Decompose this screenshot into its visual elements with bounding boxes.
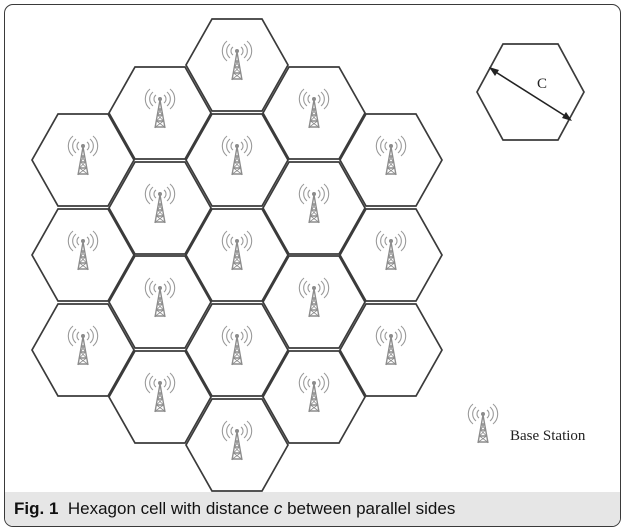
- hexagon-cell: [31, 113, 135, 207]
- hexagon-cell: [262, 66, 366, 160]
- caption-variable: c: [273, 499, 283, 518]
- hexagon-cell: [339, 303, 443, 397]
- distance-arrow: [490, 68, 571, 120]
- measurement-hexagon: C: [476, 43, 585, 141]
- hexagon-cell-outline: [339, 113, 443, 207]
- caption-text-after: between parallel sides: [282, 499, 456, 518]
- distance-label: C: [537, 76, 547, 92]
- hexagon-cell-outline: [108, 66, 212, 160]
- hexagon-cell-outline: [339, 208, 443, 302]
- hexagon-cell-outline: [31, 303, 135, 397]
- hexagon-cell: [185, 303, 289, 397]
- hexagon-cell-outline: [31, 113, 135, 207]
- arrow-head-start: [489, 67, 499, 76]
- hexagon-cell-outline: [108, 350, 212, 444]
- hexagon-cell: [339, 208, 443, 302]
- hexagon-cell: [262, 161, 366, 255]
- hexagon-cell-outline: [108, 161, 212, 255]
- hexagon-cell-outline: [339, 303, 443, 397]
- hexagon-cell: [31, 303, 135, 397]
- hexagon-cell: [262, 350, 366, 444]
- caption-label: Fig. 1: [14, 499, 59, 518]
- arrow-head-end: [562, 112, 572, 121]
- hexagon-cell: [108, 161, 212, 255]
- hexagon-cell: [185, 113, 289, 207]
- hexagon-cell-outline: [262, 255, 366, 349]
- hexagon-cell: [108, 350, 212, 444]
- hexagon-cell: [108, 66, 212, 160]
- hexagon-cell: [339, 113, 443, 207]
- reference-hexagon: [476, 43, 585, 141]
- hexagon-cell: [185, 208, 289, 302]
- hexagon-cell-outline: [185, 398, 289, 492]
- hexagon-cell-outline: [262, 66, 366, 160]
- caption-text-before: Hexagon cell with distance: [67, 499, 274, 518]
- figure-caption: Fig. 1 Hexagon cell with distance c betw…: [14, 498, 455, 520]
- hexagon-cell-outline: [31, 208, 135, 302]
- hexagon-cell-outline: [185, 303, 289, 397]
- legend-label: Base Station: [510, 428, 586, 444]
- hexagon-cell-outline: [262, 161, 366, 255]
- caption-band: [5, 492, 620, 526]
- hexagon-cell-outline: [185, 18, 289, 112]
- hexagon-cell-outline: [262, 350, 366, 444]
- hexagon-cell-outline: [185, 113, 289, 207]
- hexagon-cell: [185, 398, 289, 492]
- cell-grid: [31, 18, 443, 492]
- hexagon-cell: [108, 255, 212, 349]
- base-station-legend-icon: [467, 403, 499, 444]
- hexagon-cell-outline: [185, 208, 289, 302]
- hexagon-cell: [185, 18, 289, 112]
- legend: Base Station: [467, 403, 586, 444]
- hexagon-cell-outline: [108, 255, 212, 349]
- hexagon-cell: [31, 208, 135, 302]
- hexagon-cell: [262, 255, 366, 349]
